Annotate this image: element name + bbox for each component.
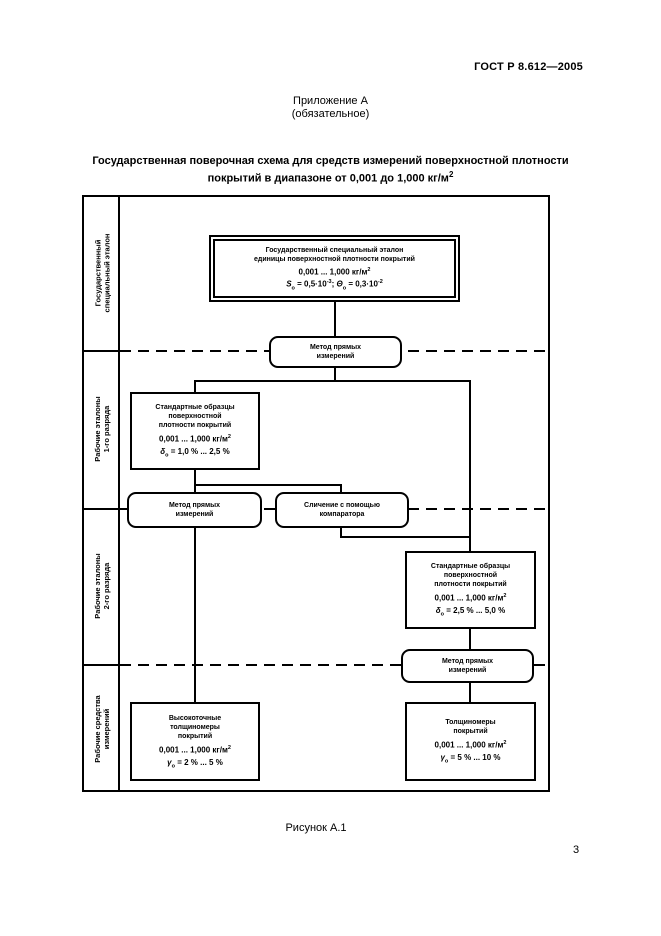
connector-line — [194, 528, 196, 702]
working-gauges-error: γо = 5 % ... 10 % — [440, 753, 501, 765]
box-working-gauges: Толщиномеры покрытий 0,001 ... 1,000 кг/… — [405, 702, 536, 781]
connector-line — [194, 484, 342, 486]
box-method-direct-top: Метод прямых измерений — [269, 336, 402, 368]
band-divider-solid-3 — [84, 664, 120, 666]
reference-standards-2-range: 0,001 ... 1,000 кг/м2 — [434, 593, 507, 604]
state-standard-formula: Sо = 0,5·10-3; Θо = 0,3·10-2 — [286, 278, 383, 291]
connector-line — [194, 470, 196, 492]
connector-line — [340, 484, 342, 492]
page-number: 3 — [573, 844, 580, 856]
working-precise-range: 0,001 ... 1,000 кг/м2 — [159, 744, 231, 755]
connector-line — [340, 536, 471, 538]
reference-standards-2-error: δо = 2,5 % ... 5,0 % — [435, 606, 506, 618]
box-working-precise-gauges: Высокоточные толщиномеры покрытий 0,001 … — [130, 702, 260, 781]
connector-line — [334, 368, 336, 380]
connector-line — [469, 683, 471, 702]
connector-line — [334, 302, 336, 336]
working-gauges-range: 0,001 ... 1,000 кг/м2 — [434, 740, 507, 751]
connector-line — [469, 629, 471, 649]
annex-heading: Приложение А (обязательное) — [0, 95, 661, 121]
band-divider-dashed-3 — [120, 664, 548, 666]
working-precise-error: γо = 2 % ... 5 % — [167, 757, 223, 770]
scheme-title-line2: покрытий в диапазоне от 0,001 до 1,000 к… — [207, 170, 454, 185]
band-label-column — [84, 197, 120, 790]
standard-number: ГОСТ Р 8.612—2005 — [474, 61, 583, 73]
connector-line — [194, 380, 196, 392]
box-reference-standards-1: Стандартные образцы поверхностной плотно… — [130, 392, 260, 470]
connector-line — [194, 380, 471, 382]
box-reference-standards-2: Стандартные образцы поверхностной плотно… — [405, 551, 536, 629]
annex-line1: Приложение А — [293, 95, 368, 107]
state-standard-range: 0,001 ... 1,000 кг/м2 — [298, 267, 371, 277]
box-method-comparator: Сличение с помощью компаратора — [275, 492, 409, 528]
box-state-special-standard: Государственный специальный эталон едини… — [209, 235, 460, 302]
band-divider-solid-1 — [84, 350, 120, 352]
figure-caption: Рисунок А.1 — [285, 822, 347, 834]
reference-standards-1-range: 0,001 ... 1,000 кг/м2 — [159, 434, 231, 445]
box-method-direct-1: Метод прямых измерений — [127, 492, 262, 528]
connector-line — [340, 528, 342, 538]
scheme-title-line1: Государственная поверочная схема для сре… — [92, 155, 569, 167]
band-divider-solid-2 — [84, 508, 120, 510]
annex-line2: (обязательное) — [291, 108, 370, 120]
connector-line — [469, 380, 471, 551]
reference-standards-1-error: δо = 1,0 % ... 2,5 % — [160, 447, 230, 459]
scheme-title: Государственная поверочная схема для сре… — [30, 154, 631, 186]
box-method-direct-2: Метод прямых измерений — [401, 649, 534, 683]
